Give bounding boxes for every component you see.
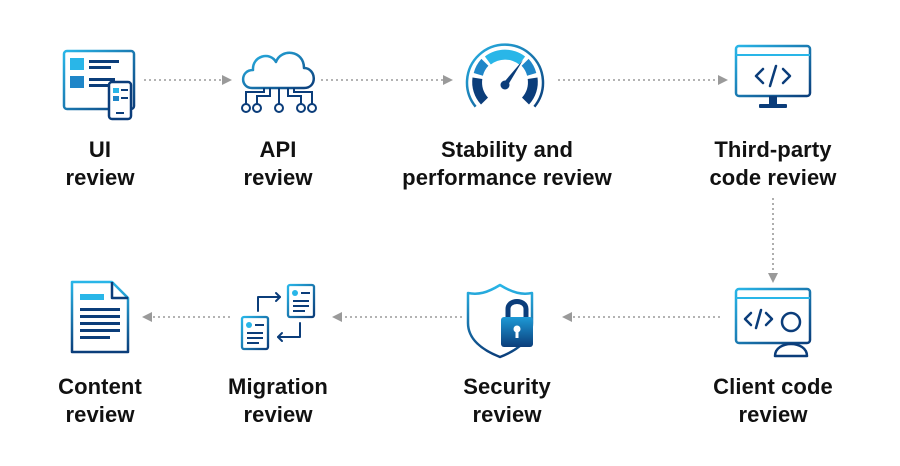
step-label-line: review <box>738 402 808 427</box>
step-label-line: review <box>65 402 135 427</box>
step-label-line: review <box>65 165 135 190</box>
shield-lock-icon <box>466 283 534 359</box>
arrowhead-stability <box>443 75 453 85</box>
document-transfer-icon <box>240 283 316 351</box>
code-monitor-icon <box>734 44 812 108</box>
step-label-migration: Migration review <box>148 373 408 429</box>
step-label-line: review <box>472 402 542 427</box>
step-label-line: Stability and <box>440 137 574 162</box>
arrowhead-security <box>562 312 572 322</box>
step-label-line: Client code <box>713 374 833 399</box>
step-label-line: Security <box>463 374 551 399</box>
step-label-line: UI <box>88 137 112 162</box>
step-label-security: Security review <box>377 373 637 429</box>
step-label-line: code review <box>709 165 837 190</box>
step-label-line: review <box>243 402 313 427</box>
step-label-line: API <box>259 137 297 162</box>
arrowhead-client-code <box>768 273 778 283</box>
arrowhead-third-party <box>718 75 728 85</box>
ui-layout-icon <box>62 49 136 121</box>
step-label-ui: UI review <box>0 136 230 192</box>
step-label-content: Content review <box>0 373 230 429</box>
step-label-api: API review <box>148 136 408 192</box>
document-icon <box>70 280 130 354</box>
step-label-client-code: Client code review <box>643 373 900 429</box>
connectors <box>144 79 774 318</box>
step-label-line: performance review <box>402 165 612 190</box>
cloud-network-icon <box>241 51 317 113</box>
code-user-icon <box>734 287 812 358</box>
arrowhead-api <box>222 75 232 85</box>
step-label-line: review <box>243 165 313 190</box>
arrowhead-migration <box>332 312 342 322</box>
arrowheads <box>142 75 778 322</box>
step-label-stability: Stability and performance review <box>377 136 637 192</box>
step-label-line: Content <box>58 374 142 399</box>
step-label-line: Third-party <box>714 137 832 162</box>
arrowhead-content <box>142 312 152 322</box>
step-label-third-party: Third-party code review <box>643 136 900 192</box>
step-label-line: Migration <box>228 374 328 399</box>
speedometer-icon <box>465 43 545 108</box>
